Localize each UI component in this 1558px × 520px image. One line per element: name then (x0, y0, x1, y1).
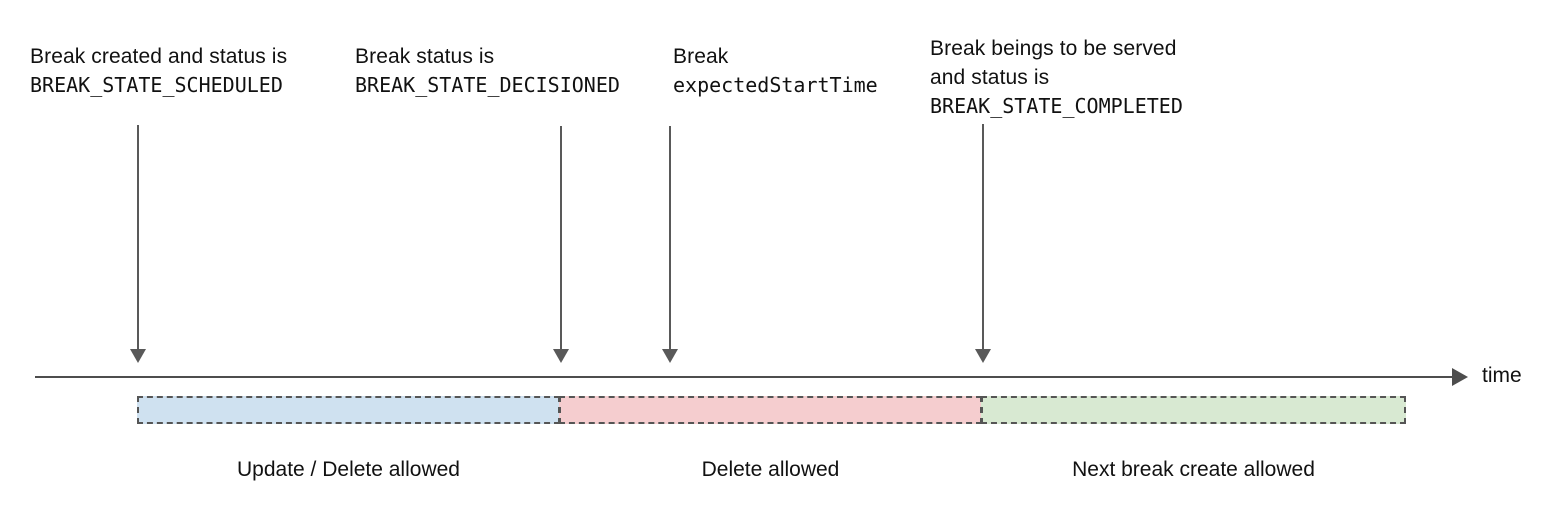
arrow-shaft (137, 125, 139, 349)
phase-bar-next-break-create-allowed (981, 396, 1406, 424)
annotation-line-state: BREAK_STATE_COMPLETED (930, 94, 1183, 118)
arrow-shaft (982, 124, 984, 349)
annotation-line: Break created and status is (30, 45, 288, 68)
arrow-shaft (669, 126, 671, 349)
event-annotation-break-created: Break created and status is BREAK_STATE_… (30, 42, 287, 100)
event-annotation-break-completed: Break beings to be served and status is … (930, 34, 1183, 121)
arrow-head-icon (553, 349, 569, 363)
time-axis-line (35, 376, 1460, 378)
arrow-shaft (560, 126, 562, 349)
drop-arrow-expected-start-time (659, 126, 681, 363)
time-axis-label: time (1482, 364, 1522, 387)
phase-bar-delete-allowed (559, 396, 982, 424)
phase-bar-update-delete-allowed (137, 396, 560, 424)
drop-arrow-break-created (127, 125, 149, 363)
annotation-line-field: expectedStartTime (673, 73, 878, 97)
annotation-line-state: BREAK_STATE_SCHEDULED (30, 73, 283, 97)
phase-caption-update-delete-allowed: Update / Delete allowed (237, 458, 460, 481)
annotation-line: and status is (930, 66, 1050, 89)
event-annotation-expected-start-time: Break expectedStartTime (673, 42, 878, 100)
phase-caption-delete-allowed: Delete allowed (701, 458, 840, 481)
annotation-line: Break status is (355, 45, 495, 68)
drop-arrow-break-decisioned (550, 126, 572, 363)
arrow-head-icon (975, 349, 991, 363)
arrow-head-icon (130, 349, 146, 363)
event-annotation-break-decisioned: Break status is BREAK_STATE_DECISIONED (355, 42, 620, 100)
annotation-line: Break (673, 45, 729, 68)
annotation-line-state: BREAK_STATE_DECISIONED (355, 73, 620, 97)
time-axis-arrow-icon (1452, 368, 1468, 386)
arrow-head-icon (662, 349, 678, 363)
phase-caption-next-break-create-allowed: Next break create allowed (1072, 458, 1315, 481)
drop-arrow-break-completed (972, 124, 994, 363)
annotation-line: Break beings to be served (930, 37, 1177, 60)
